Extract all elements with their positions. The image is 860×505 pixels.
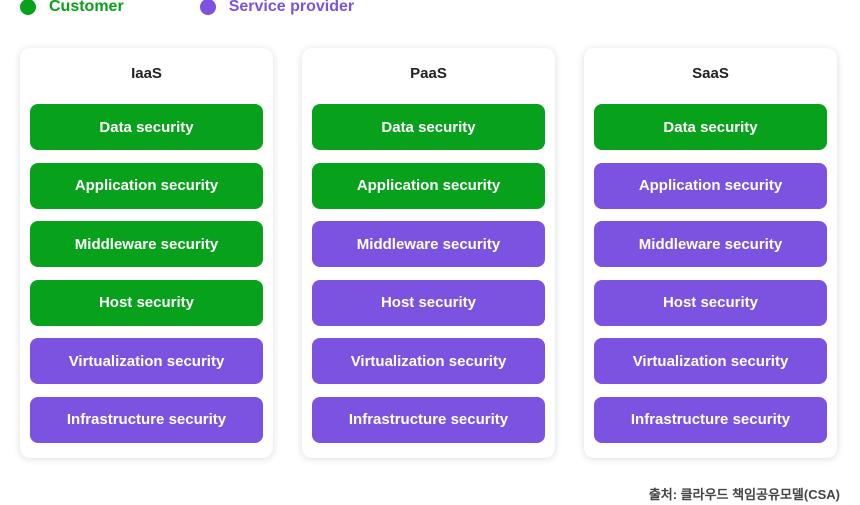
layer-data-security: Data security <box>30 104 263 150</box>
legend: Customer Service provider <box>20 0 430 16</box>
layer-middleware-security: Middleware security <box>594 221 827 267</box>
legend-item-provider: Service provider <box>199 0 355 16</box>
column-iaas: IaaS Data security Application security … <box>20 48 273 458</box>
layer-application-security: Application security <box>30 162 263 209</box>
provider-dot-icon <box>199 0 216 15</box>
layer-virtualization-security: Virtualization security <box>312 338 545 384</box>
column-saas: SaaS Data security Application security … <box>584 48 837 458</box>
customer-dot-icon <box>20 0 36 15</box>
source-caption: 출처: 클라우드 책임공유모델(CSA) <box>648 487 840 502</box>
layer-data-security: Data security <box>312 104 545 150</box>
layer-middleware-security: Middleware security <box>312 221 545 267</box>
column-title: PaaS <box>410 65 447 82</box>
layer-host-security: Host security <box>594 279 827 326</box>
legend-label-provider: Service provider <box>228 0 355 15</box>
service-model-columns: IaaS Data security Application security … <box>20 48 837 458</box>
layer-virtualization-security: Virtualization security <box>30 338 263 384</box>
column-title: IaaS <box>131 65 162 82</box>
column-paas: PaaS Data security Application security … <box>302 48 555 458</box>
legend-item-customer: Customer <box>20 0 124 16</box>
layer-infrastructure-security: Infrastructure security <box>312 396 545 443</box>
layer-data-security: Data security <box>594 104 827 150</box>
legend-label-customer: Customer <box>49 0 124 15</box>
layer-infrastructure-security: Infrastructure security <box>30 396 263 443</box>
layer-virtualization-security: Virtualization security <box>594 338 827 384</box>
layer-application-security: Application security <box>594 162 827 209</box>
layer-application-security: Application security <box>312 162 545 209</box>
layer-host-security: Host security <box>30 279 263 326</box>
layer-host-security: Host security <box>312 279 545 326</box>
layer-middleware-security: Middleware security <box>30 221 263 267</box>
column-title: SaaS <box>692 65 729 82</box>
layer-infrastructure-security: Infrastructure security <box>594 396 827 443</box>
